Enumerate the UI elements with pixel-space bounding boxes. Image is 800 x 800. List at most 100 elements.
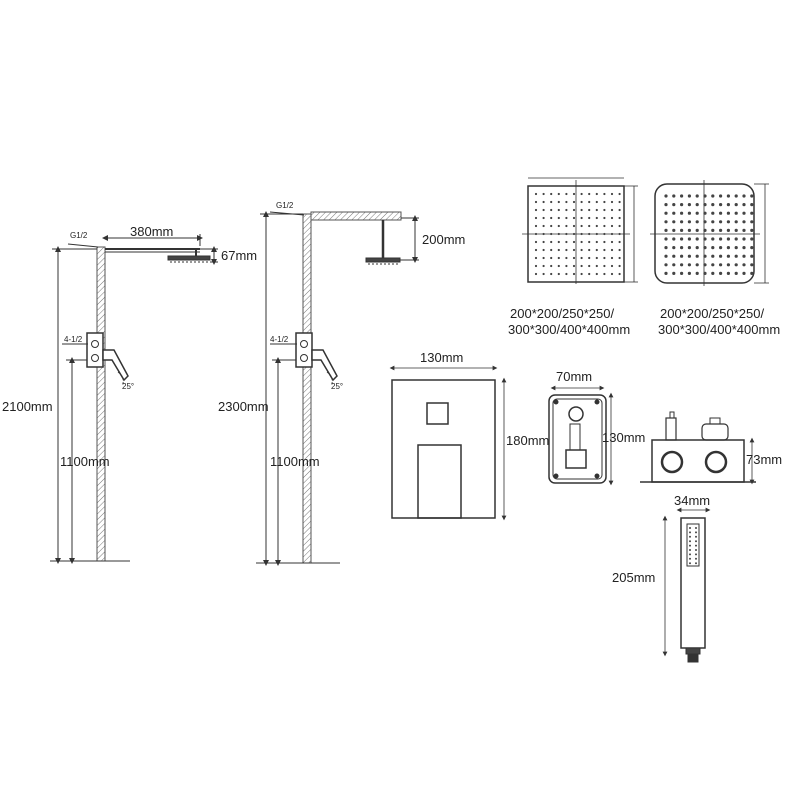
nozzle-dot bbox=[618, 272, 621, 276]
nozzle-dot bbox=[580, 272, 583, 276]
a-valve-thread-label: 4-1/2 bbox=[64, 335, 83, 344]
nozzle-dot bbox=[580, 216, 583, 220]
nozzle-dot bbox=[687, 254, 692, 258]
nozzle-dot bbox=[719, 203, 723, 207]
nozzle-dot bbox=[680, 271, 684, 275]
nozzle-dot bbox=[534, 248, 538, 252]
nozzle-dot bbox=[618, 192, 621, 196]
nozzle-dot bbox=[711, 246, 715, 250]
nozzle-dot bbox=[565, 200, 568, 204]
ceiling-plate-b bbox=[310, 211, 402, 221]
nozzle-dot bbox=[680, 220, 684, 224]
nozzle-dot bbox=[542, 208, 545, 212]
nozzle-dot bbox=[726, 263, 731, 267]
nozzle-dot bbox=[695, 535, 697, 538]
nozzle-dot bbox=[565, 264, 568, 268]
wall-b bbox=[302, 213, 312, 564]
nozzle-dot bbox=[711, 220, 715, 224]
nozzle-dot bbox=[695, 237, 699, 241]
nozzle-dot bbox=[557, 256, 560, 260]
nozzle-dot bbox=[610, 240, 614, 244]
nozzle-dot bbox=[687, 237, 692, 241]
nozzle-dot bbox=[726, 203, 731, 207]
nozzle-dot bbox=[580, 192, 583, 196]
nozzle-dot bbox=[734, 220, 738, 224]
installation-b bbox=[256, 211, 419, 566]
nozzle-dot bbox=[689, 535, 691, 538]
nozzle-dot bbox=[588, 232, 591, 236]
nozzle-dot bbox=[703, 254, 707, 258]
nozzle-dot bbox=[534, 208, 538, 212]
nozzle-dot bbox=[550, 208, 553, 212]
nozzle-dot bbox=[542, 216, 545, 220]
nozzle-dot bbox=[695, 246, 699, 250]
nozzle-dot bbox=[557, 200, 560, 204]
nozzle-dot bbox=[580, 200, 583, 204]
nozzle-dot bbox=[572, 272, 576, 276]
mixer-wall-panel bbox=[389, 365, 507, 521]
nozzle-dot bbox=[695, 271, 699, 275]
nozzle-dot bbox=[672, 263, 676, 267]
panel-width-label: 130mm bbox=[420, 350, 463, 365]
nozzle-dot bbox=[595, 216, 598, 220]
nozzle-dot bbox=[664, 263, 668, 267]
nozzle-dot bbox=[689, 549, 691, 551]
nozzle-dot bbox=[618, 216, 621, 220]
nozzle-dot bbox=[557, 272, 560, 276]
nozzle-dot bbox=[534, 192, 538, 196]
nozzle-dot bbox=[603, 200, 606, 204]
nozzle-dot bbox=[726, 228, 731, 232]
nozzle-dot bbox=[542, 272, 545, 276]
nozzle-dot bbox=[595, 240, 598, 244]
nozzle-dot bbox=[711, 271, 715, 275]
nozzle-dot bbox=[572, 248, 576, 252]
nozzle-dot bbox=[672, 246, 676, 250]
nozzle-dot bbox=[726, 246, 731, 250]
nozzle-dot bbox=[750, 263, 754, 267]
nozzle-dot bbox=[550, 248, 553, 252]
valve-height-label: 73mm bbox=[746, 452, 782, 467]
handheld-width-label: 34mm bbox=[674, 493, 710, 508]
nozzle-dot bbox=[550, 272, 553, 276]
nozzle-dot bbox=[695, 544, 697, 547]
nozzle-dot bbox=[664, 220, 668, 224]
a-valve-height-label: 1100mm bbox=[60, 454, 110, 469]
in-wall-box bbox=[548, 385, 614, 486]
nozzle-dot bbox=[750, 211, 754, 215]
nozzle-dot bbox=[550, 192, 553, 196]
nozzle-dot bbox=[580, 248, 583, 252]
nozzle-dot bbox=[664, 194, 668, 198]
nozzle-dot bbox=[542, 248, 545, 252]
mixer-handle-b bbox=[311, 349, 338, 382]
square-head-rounded bbox=[650, 180, 769, 286]
nozzle-dot bbox=[742, 203, 746, 207]
nozzle-dot bbox=[603, 272, 606, 276]
nozzle-dot bbox=[595, 232, 598, 236]
nozzle-dot bbox=[711, 237, 715, 241]
nozzle-dot bbox=[603, 248, 606, 252]
nozzle-dot bbox=[680, 246, 684, 250]
nozzle-dot bbox=[550, 216, 553, 220]
nozzle-dot bbox=[572, 216, 576, 220]
nozzle-dot bbox=[618, 256, 621, 260]
nozzle-dot bbox=[534, 216, 538, 220]
nozzle-dot bbox=[588, 208, 591, 212]
nozzle-dot bbox=[695, 228, 699, 232]
nozzle-dot bbox=[588, 240, 591, 244]
nozzle-dot bbox=[588, 224, 591, 228]
nozzle-dot bbox=[534, 240, 538, 244]
nozzle-dot bbox=[687, 220, 692, 224]
nozzle-dot bbox=[734, 211, 738, 215]
nozzle-dot bbox=[542, 200, 545, 204]
handheld-length-label: 205mm bbox=[612, 570, 655, 585]
nozzle-dot bbox=[695, 557, 697, 560]
nozzle-dot bbox=[572, 208, 576, 212]
nozzle-dot bbox=[726, 271, 731, 275]
nozzle-dot bbox=[742, 246, 746, 250]
nozzle-dot bbox=[703, 263, 707, 267]
nozzle-dot bbox=[618, 208, 621, 212]
hand-shower bbox=[662, 507, 711, 663]
nozzle-dot bbox=[603, 256, 606, 260]
nozzle-dot bbox=[680, 194, 684, 198]
